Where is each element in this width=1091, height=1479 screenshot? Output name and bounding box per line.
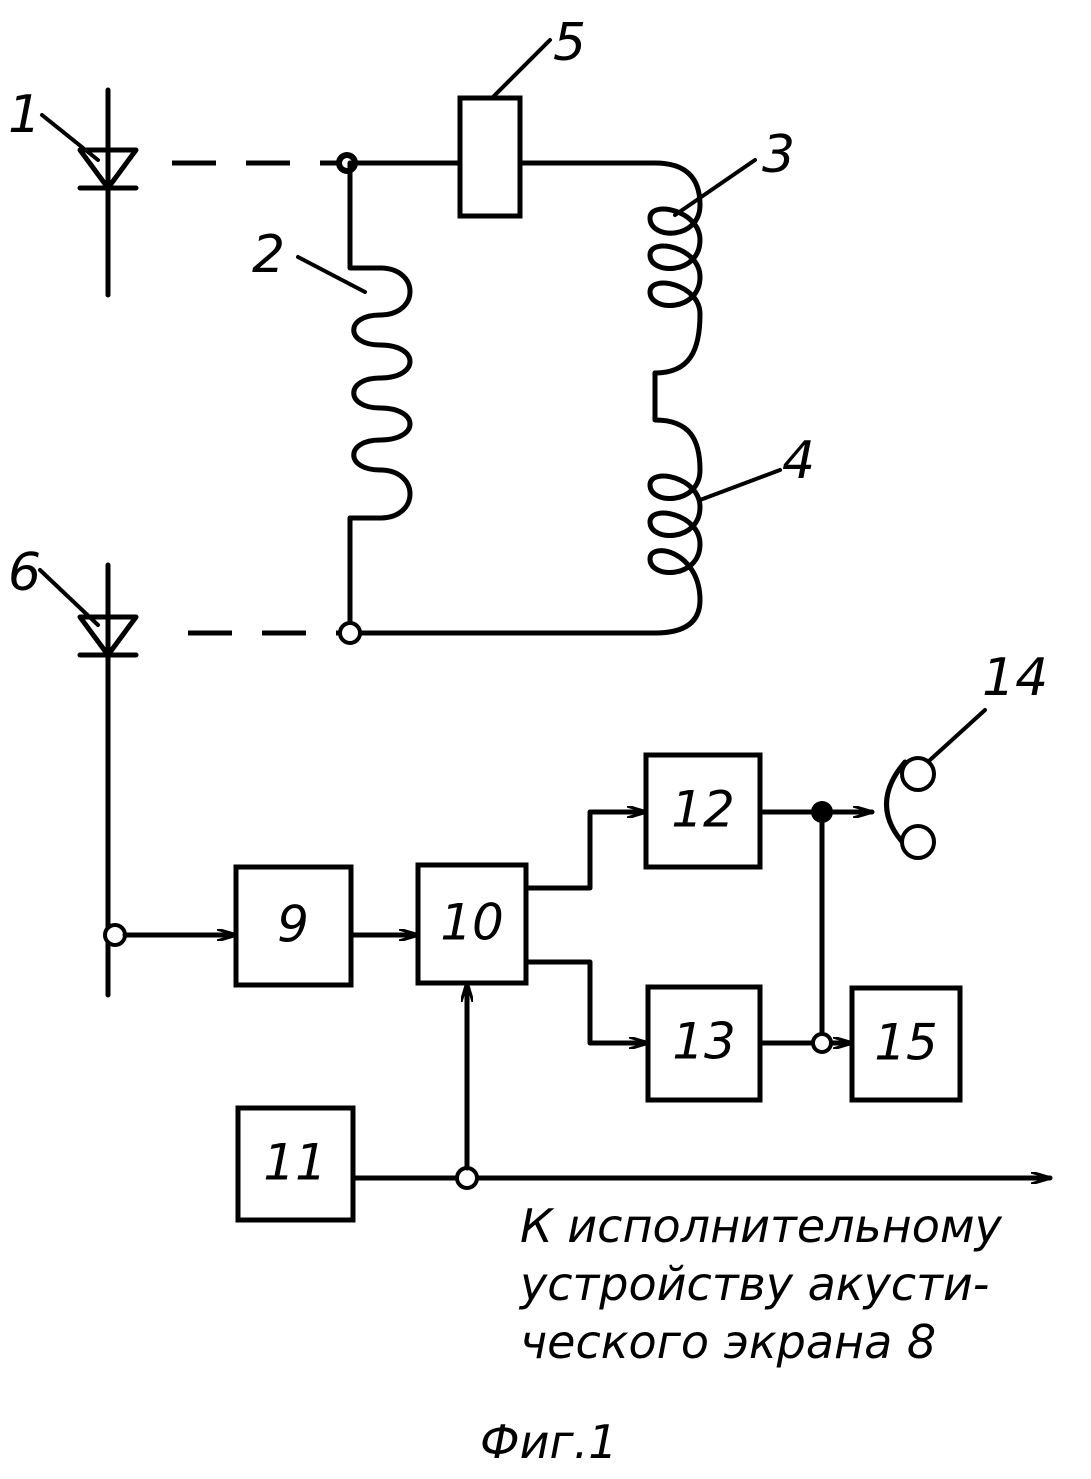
coil-2 xyxy=(350,163,410,633)
bottom-junction-node xyxy=(340,623,360,643)
block-5-leader xyxy=(492,40,550,98)
arrow-10-to-12 xyxy=(526,812,646,888)
headphones-14-leader xyxy=(930,710,985,760)
coil-2-leader xyxy=(298,257,365,292)
block-11-label: 11 xyxy=(263,1134,327,1192)
output-note-line3: ческого экрана 8 xyxy=(520,1315,936,1369)
coil-4-leader xyxy=(700,470,780,500)
block-9-label: 9 xyxy=(277,896,309,954)
output-note-line1: К исполнительному xyxy=(520,1199,1003,1253)
coil-4 xyxy=(650,373,700,633)
coil-2-label: 2 xyxy=(252,225,285,285)
block-15-label: 15 xyxy=(874,1014,938,1072)
coil-3 xyxy=(650,205,700,373)
block-5 xyxy=(460,98,520,216)
block-12-label: 12 xyxy=(671,781,735,839)
coil-3-label: 3 xyxy=(762,125,795,185)
input-node xyxy=(105,925,125,945)
headphones-14-symbol xyxy=(887,758,935,858)
block-10-label: 10 xyxy=(440,894,504,952)
figure-caption: Фиг.1 xyxy=(480,1415,618,1469)
output-13-junction xyxy=(813,1034,831,1052)
block-13-label: 13 xyxy=(672,1013,736,1071)
antenna-6-label: 6 xyxy=(8,543,41,603)
block-5-label: 5 xyxy=(553,13,586,73)
antenna-1-symbol xyxy=(80,90,136,295)
arrow-10-to-13 xyxy=(526,962,648,1043)
headphones-14-label: 14 xyxy=(982,648,1048,708)
antenna-6-leader xyxy=(40,570,98,625)
coil-4-label: 4 xyxy=(782,431,815,491)
antenna-1-label: 1 xyxy=(8,85,41,145)
top-wire-right xyxy=(520,163,700,205)
output-note-line2: устройству акусти- xyxy=(518,1257,989,1311)
coil-3-leader xyxy=(675,160,755,215)
antenna-1-leader xyxy=(42,115,98,160)
block-11-junction xyxy=(457,1168,477,1188)
